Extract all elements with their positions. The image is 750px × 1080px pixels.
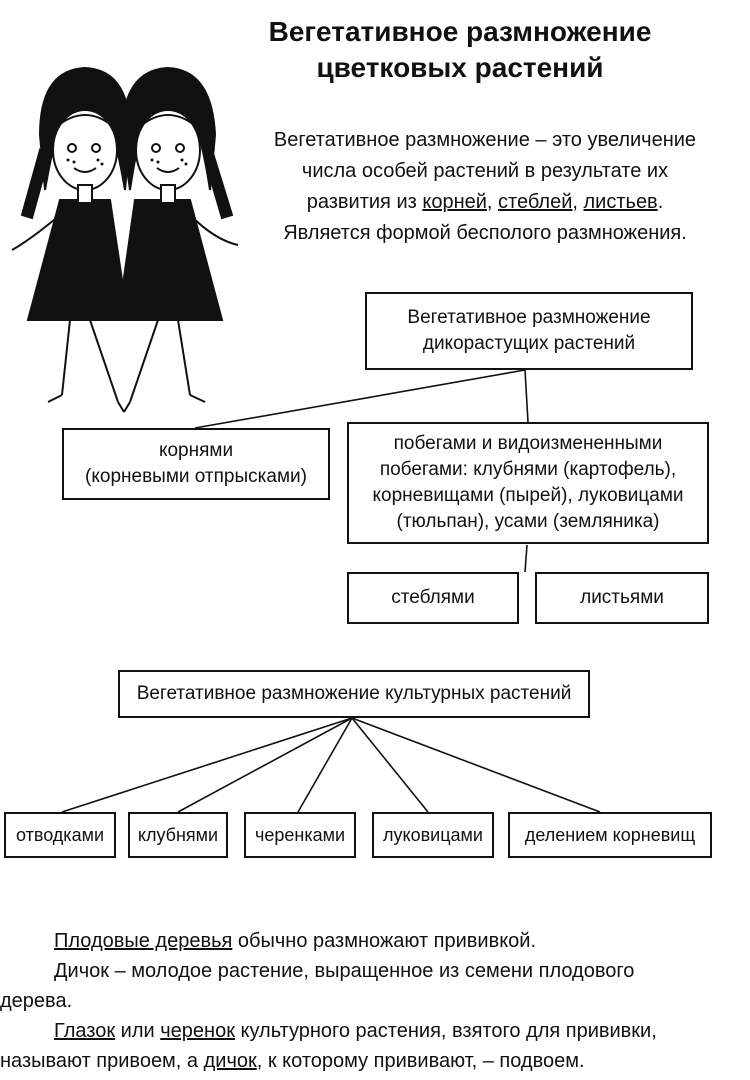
term-leaves: листьев — [583, 191, 658, 213]
separator: , — [572, 191, 584, 213]
method-cuttings-box: черенками — [244, 812, 356, 858]
term-bud: Глазок — [54, 1020, 116, 1042]
shoots-box: побегами и видоизмененными побегами: клу… — [347, 422, 709, 544]
method-label: луковицами — [383, 825, 483, 845]
line-wild-to-shoots — [524, 369, 529, 423]
title-line-2: цветковых растений — [316, 52, 604, 83]
definition-text: Вегетативное размножение – это увеличени… — [240, 125, 730, 249]
note-rootstock: называют привоем, а дичок, к которому пр… — [0, 1046, 750, 1076]
method-label: делением корневищ — [524, 825, 696, 845]
shoots-line-3: корневищами (пырей), луковицами — [372, 485, 684, 506]
method-label: отводками — [15, 825, 105, 845]
title-line-1: Вегетативное размножение — [268, 16, 652, 47]
term-seedling: дичок — [203, 1050, 257, 1072]
line-cult-2 — [177, 717, 353, 813]
roots-line-1: корнями — [158, 440, 234, 461]
note-text: или — [115, 1020, 161, 1042]
definition-line-1: Вегетативное размножение – это увеличени… — [273, 129, 697, 151]
leaves-label: листьями — [580, 587, 664, 608]
method-tubers-box: клубнями — [128, 812, 228, 858]
line-shoots-to-stems — [524, 544, 528, 573]
line-cult-4 — [351, 717, 429, 813]
note-fruit-trees: Плодовые деревья обычно размножают приви… — [0, 926, 750, 956]
method-layering-box: отводками — [4, 812, 116, 858]
stems-box: стеблями — [347, 572, 519, 624]
page-title: Вегетативное размножение цветковых расте… — [190, 14, 730, 86]
term-roots: корней — [422, 191, 487, 213]
separator: , — [486, 191, 499, 213]
roots-box: корнями (корневыми отпрысками) — [62, 428, 330, 500]
shoots-line-1: побегами и видоизмененными — [393, 433, 663, 454]
term-stems: стеблей — [498, 191, 573, 213]
definition-line-4: Является формой бесполого размножения. — [283, 222, 687, 244]
period: . — [657, 191, 664, 213]
leaves-box: листьями — [535, 572, 709, 624]
note-seedling: Дичок – молодое растение, выращенное из … — [54, 960, 635, 982]
term-fruit-trees: Плодовые деревья — [54, 930, 233, 952]
method-bulbs-box: луковицами — [372, 812, 494, 858]
line-cult-5 — [351, 717, 601, 813]
shoots-line-4: (тюльпан), усами (земляника) — [396, 511, 660, 532]
line-cult-1 — [61, 717, 353, 813]
wild-reproduction-header: Вегетативное размножение дикорастущих ра… — [365, 292, 693, 370]
line-wild-to-roots — [194, 369, 526, 429]
definition-prefix: развития из — [306, 191, 423, 213]
twin-girls-illustration — [11, 66, 239, 413]
wild-header-line-1: Вегетативное размножение — [407, 307, 651, 328]
definition-line-3: развития из корней, стеблей, листьев. — [240, 187, 730, 218]
method-label: черенками — [254, 825, 346, 845]
term-cutting: черенок — [160, 1020, 235, 1042]
cultivated-reproduction-header: Вегетативное размножение культурных раст… — [118, 670, 590, 718]
roots-line-2: (корневыми отпрысками) — [85, 466, 307, 487]
note-text: , к которому прививают, – подвоем. — [256, 1050, 585, 1072]
cultivated-header-label: Вегетативное размножение культурных раст… — [136, 683, 572, 704]
method-rhizome-division-box: делением корневищ — [508, 812, 712, 858]
note-scion: Глазок или черенок культурного растения,… — [0, 1016, 750, 1046]
note-text: называют привоем, а — [0, 1050, 204, 1072]
stems-label: стеблями — [391, 587, 475, 608]
shoots-line-2: побегами: клубнями (картофель), — [379, 459, 677, 480]
line-cult-3 — [297, 717, 353, 813]
notes-section: Плодовые деревья обычно размножают приви… — [0, 926, 750, 1076]
note-text: культурного растения, взятого для привив… — [234, 1020, 657, 1042]
definition-line-2: числа особей растений в результате их — [301, 160, 669, 182]
note-seedling-cont: дерева. — [0, 990, 73, 1012]
note-text: обычно размножают прививкой. — [232, 930, 537, 952]
wild-header-line-2: дикорастущих растений — [422, 333, 636, 354]
method-label: клубнями — [137, 825, 219, 845]
